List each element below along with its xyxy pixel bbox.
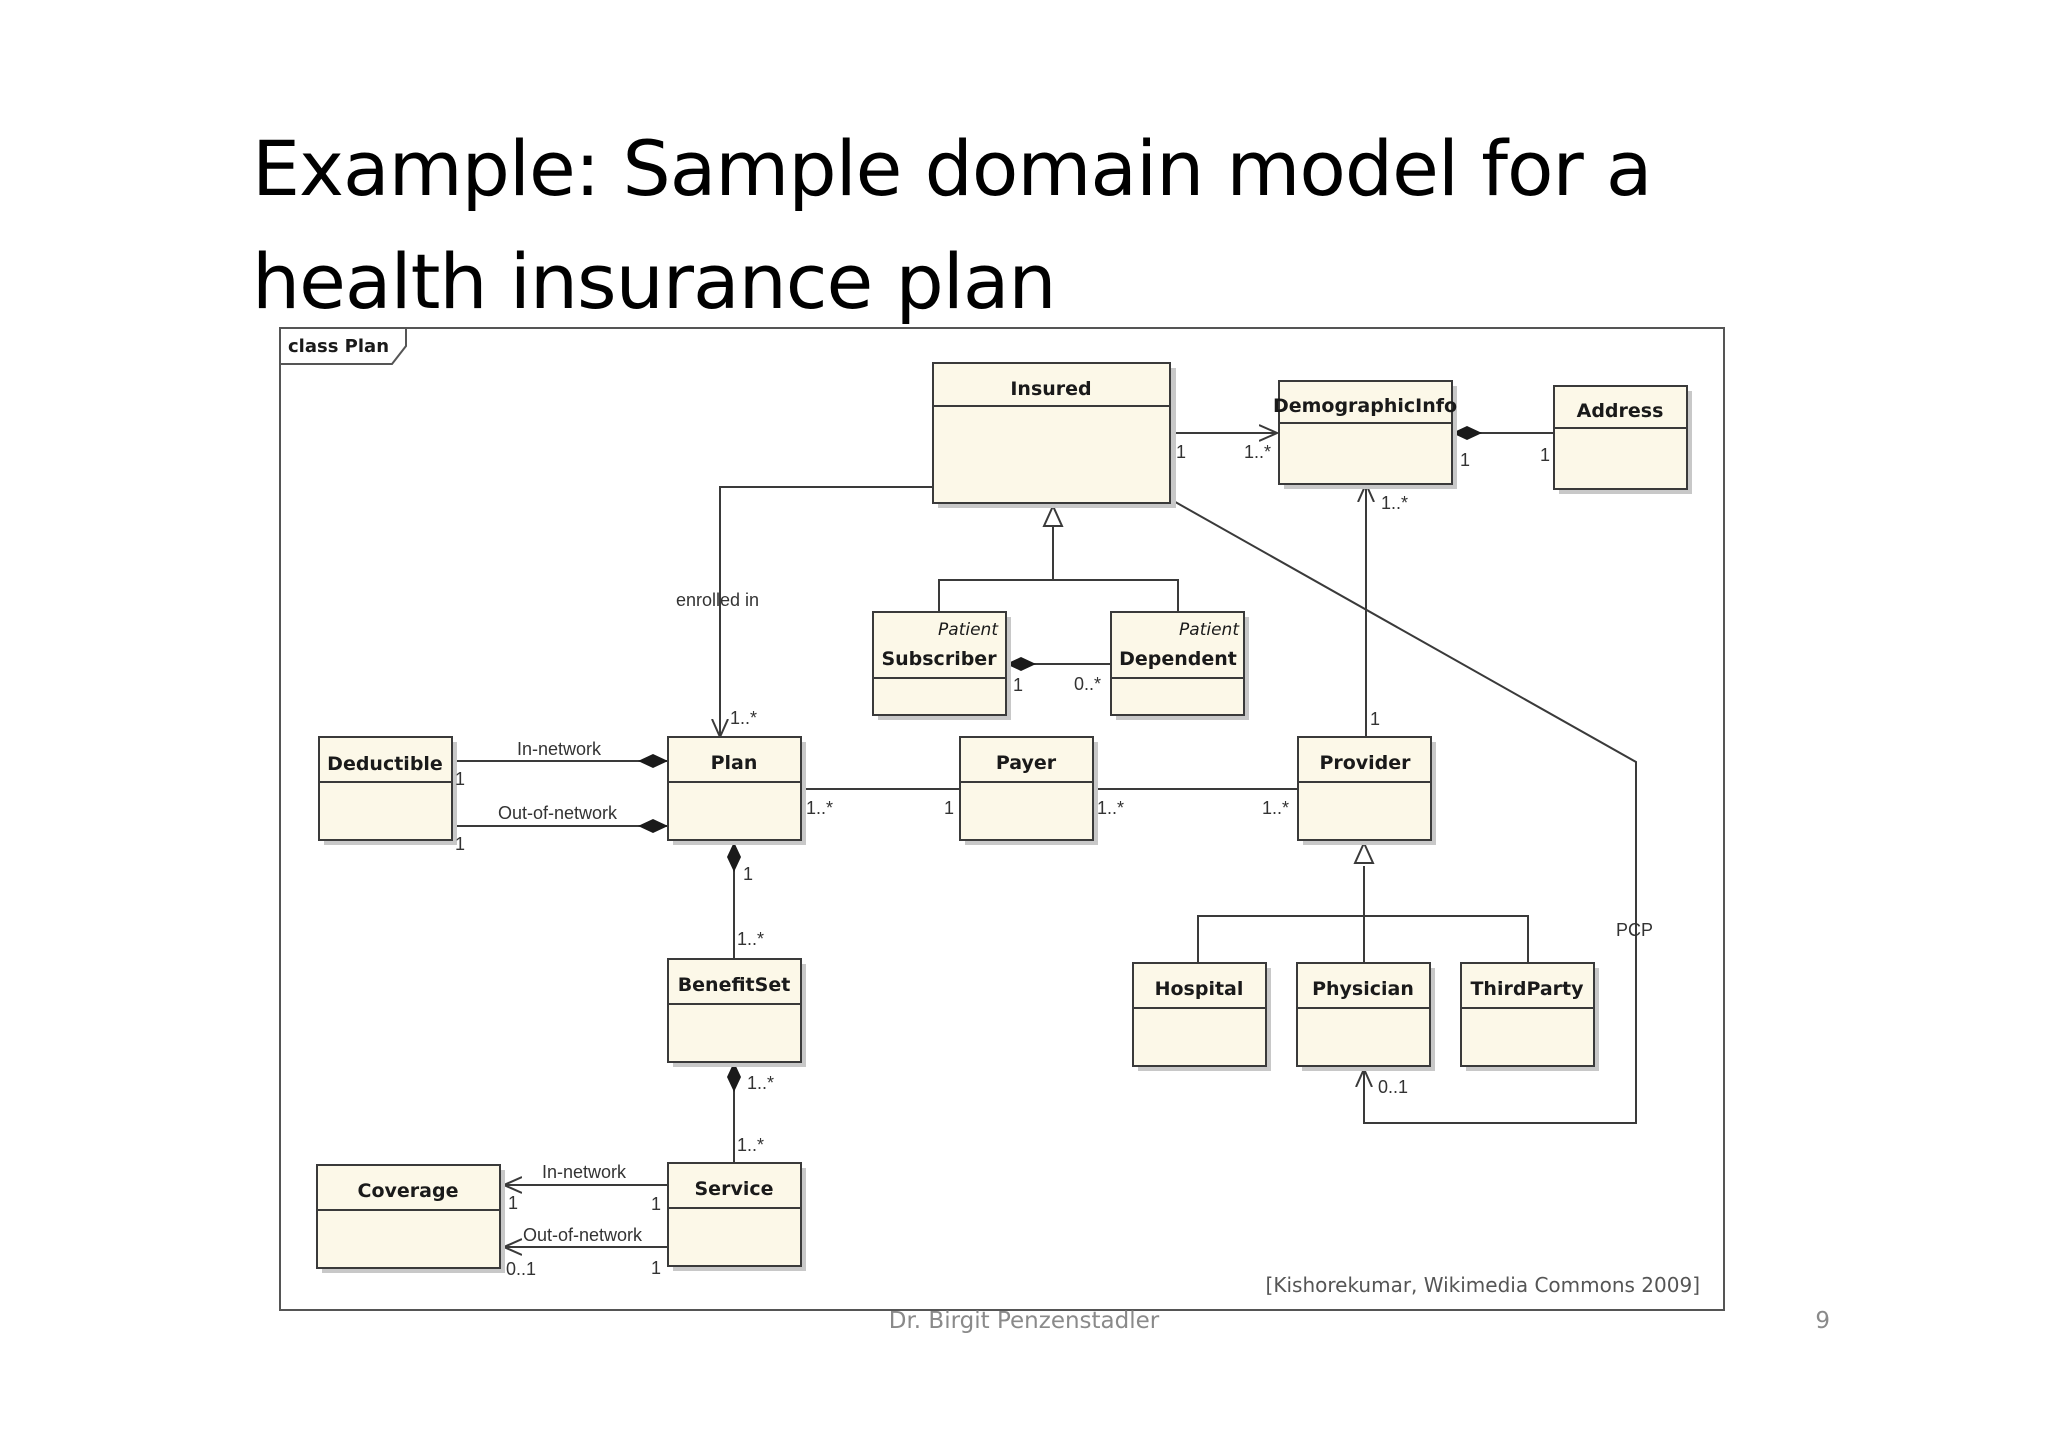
classes: Insured DemographicInfo Address Patient …	[316, 362, 1692, 1273]
mult-provider-demographic: 1	[1370, 709, 1380, 729]
class-name-benefitset: BenefitSet	[678, 974, 791, 996]
generalization-triangle-insured	[1042, 503, 1064, 527]
class-name-physician: Physician	[1312, 978, 1414, 1000]
mult-plan-payer-2: 1	[944, 798, 954, 818]
class-name-insured: Insured	[1010, 378, 1091, 400]
class-name-provider: Provider	[1319, 752, 1411, 774]
class-deductible: Deductible	[318, 736, 457, 845]
edge-labels: enrolled in In-network Out-of-network In…	[455, 442, 1653, 1279]
mult-benefitset-service-1: 1..*	[747, 1073, 774, 1093]
mult-benefitset-service-2: 1..*	[737, 1135, 764, 1155]
class-dependent: Patient Dependent	[1110, 611, 1249, 720]
stereotype-dependent: Patient	[1179, 620, 1240, 640]
composition-diamond-bs-svc	[727, 1062, 741, 1092]
class-name-demographicinfo: DemographicInfo	[1273, 395, 1457, 417]
mult-insured-demographic-1: 1	[1176, 442, 1186, 462]
mult-plan-payer-1: 1..*	[806, 798, 833, 818]
class-hospital: Hospital	[1132, 962, 1271, 1071]
mult-deductible-in: 1	[455, 769, 465, 789]
class-name-address: Address	[1577, 400, 1664, 422]
mult-coverage-in: 1	[508, 1193, 518, 1213]
mult-payer-provider-2: 1..*	[1262, 798, 1289, 818]
footer-author: Dr. Birgit Penzenstadler	[888, 1308, 1160, 1334]
class-service: Service	[667, 1162, 806, 1271]
mult-demographic-address-2: 1	[1540, 445, 1550, 465]
mult-physician-pcp: 0..1	[1378, 1077, 1408, 1097]
class-name-deductible: Deductible	[327, 753, 443, 775]
class-name-plan: Plan	[711, 752, 758, 774]
mult-plan-benefitset-2: 1..*	[737, 929, 764, 949]
generalization-triangle-provider	[1353, 840, 1375, 864]
image-citation: [Kishorekumar, Wikimedia Commons 2009]	[1266, 1273, 1700, 1297]
class-coverage: Coverage	[316, 1164, 505, 1273]
label-enrolled-in: enrolled in	[676, 590, 759, 610]
associations	[451, 426, 1637, 1247]
class-provider: Provider	[1297, 736, 1436, 845]
frame-label: class Plan	[288, 336, 389, 357]
class-name-thirdparty: ThirdParty	[1470, 978, 1584, 1000]
label-out-of-network-deductible: Out-of-network	[498, 803, 618, 823]
edge-gen-subscriber	[938, 579, 1179, 612]
stereotype-subscriber: Patient	[938, 620, 999, 640]
class-name-payer: Payer	[996, 752, 1057, 774]
mult-plan-benefitset-1: 1	[743, 864, 753, 884]
mult-demographic-address-1: 1	[1460, 450, 1470, 470]
class-physician: Physician	[1296, 962, 1435, 1071]
mult-demographic-provider: 1..*	[1381, 493, 1408, 513]
class-payer: Payer	[959, 736, 1098, 845]
composition-diamond-plan-bs	[727, 842, 741, 872]
class-demographicinfo: DemographicInfo	[1273, 380, 1457, 489]
edge-insured-physician-pcp	[1169, 498, 1637, 1124]
class-benefitset: BenefitSet	[667, 958, 806, 1067]
page-number: 9	[1815, 1308, 1830, 1334]
mult-deductible-out: 1	[455, 834, 465, 854]
label-in-network-coverage: In-network	[542, 1162, 627, 1182]
class-name-subscriber: Subscriber	[881, 648, 997, 670]
class-name-dependent: Dependent	[1119, 648, 1237, 670]
mult-payer-provider-1: 1..*	[1097, 798, 1124, 818]
class-thirdparty: ThirdParty	[1460, 962, 1599, 1071]
mult-coverage-out: 0..1	[506, 1259, 536, 1279]
mult-subscriber-dependent-1: 1	[1013, 675, 1023, 695]
mult-service-out: 1	[651, 1258, 661, 1278]
composition-diamond-plan-in	[638, 754, 668, 768]
label-in-network-deductible: In-network	[517, 739, 602, 759]
class-address: Address	[1553, 385, 1692, 494]
class-name-hospital: Hospital	[1155, 978, 1244, 1000]
class-name-service: Service	[695, 1178, 774, 1200]
mult-service-in: 1	[651, 1194, 661, 1214]
slide-title: Example: Sample domain model for a healt…	[252, 124, 1652, 326]
mult-plan-enrolled: 1..*	[730, 708, 757, 728]
mult-insured-demographic-2: 1..*	[1244, 442, 1271, 462]
edge-insured-plan-enrolled	[720, 486, 933, 737]
composition-diamond-subscriber	[1006, 657, 1036, 671]
class-subscriber: Patient Subscriber	[872, 611, 1011, 720]
class-plan: Plan	[667, 736, 806, 845]
class-name-coverage: Coverage	[358, 1180, 459, 1202]
composition-diamond-plan-out	[638, 819, 668, 833]
diagram-frame: class Plan	[279, 327, 1725, 1311]
label-out-of-network-coverage: Out-of-network	[523, 1225, 643, 1245]
class-insured: Insured	[932, 362, 1176, 508]
mult-subscriber-dependent-2: 0..*	[1074, 674, 1101, 694]
label-pcp: PCP	[1616, 920, 1653, 940]
composition-diamond-demographic	[1452, 426, 1482, 440]
